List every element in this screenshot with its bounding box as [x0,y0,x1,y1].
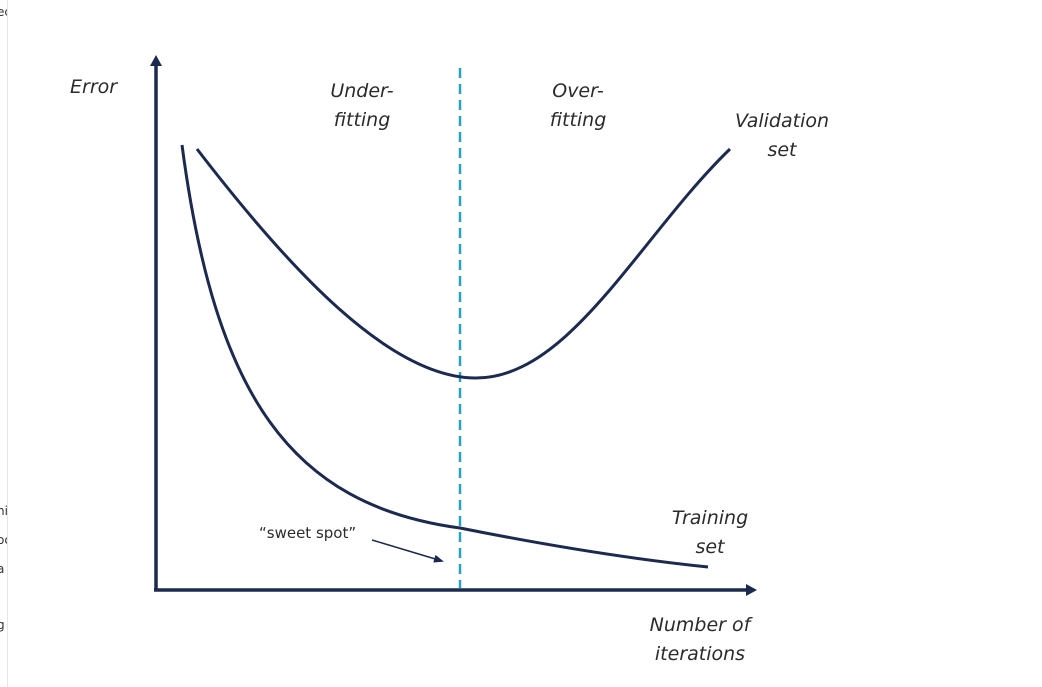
cropped-text: ni [0,504,8,518]
y-axis-arrow [150,55,162,66]
left-cropped-strip: ec ni oc a g [0,0,8,687]
validation-set-label-line1: Validation [734,110,830,132]
training-set-label-line1: Training [671,507,749,529]
underfitting-label-line2: fitting [333,109,391,131]
overfitting-label-line2: fitting [549,109,607,131]
underfitting-label-line1: Under- [330,80,394,102]
y-axis-label: Error [70,76,118,98]
x-axis-arrow [746,584,757,596]
cropped-text: oc [0,533,7,547]
training-set-label-line2: set [695,536,725,558]
x-axis-label-line1: Number of [649,614,751,636]
cropped-text: a [0,562,4,576]
training-curve [180,144,709,569]
sweet-spot-label: “sweet spot” [259,524,357,542]
overfitting-label-line1: Over- [552,80,604,102]
validation-curve [195,147,732,380]
sweet-spot-arrow [371,539,444,563]
validation-set-label-line2: set [767,139,797,161]
cropped-text: g [0,618,5,632]
cropped-text: ec [0,5,7,19]
x-axis-label-line2: iterations [654,643,746,665]
